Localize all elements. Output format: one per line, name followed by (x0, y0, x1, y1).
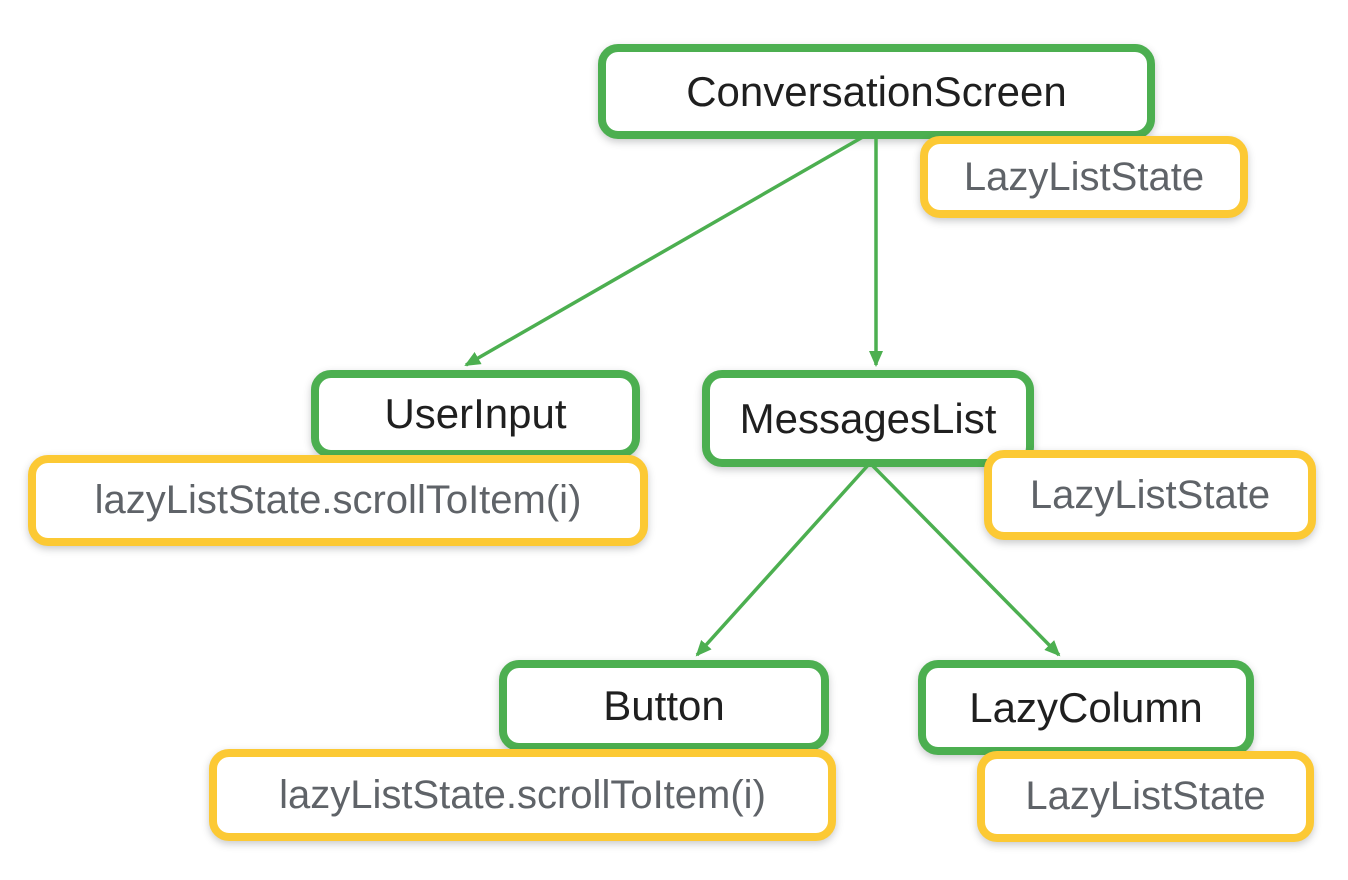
state-box-button: lazyListState.scrollToItem(i) (209, 749, 836, 841)
state-box-userinput-label: lazyListState.scrollToItem(i) (94, 478, 582, 522)
state-box-messageslist-label: LazyListState (1029, 472, 1271, 517)
edge-conversationscreen-userinput (464, 132, 869, 367)
node-userinput-label: UserInput (384, 390, 567, 437)
state-box-conversationscreen-label: LazyListState (963, 154, 1205, 199)
node-userinput: UserInput (311, 370, 640, 458)
state-box-messageslist: LazyListState (984, 450, 1316, 540)
state-box-button-label: lazyListState.scrollToItem(i) (279, 772, 766, 817)
node-lazycolumn-label: LazyColumn (969, 683, 1203, 731)
node-button: Button (499, 660, 829, 751)
state-box-conversationscreen: LazyListState (920, 136, 1248, 218)
node-messageslist-label: MessagesList (739, 394, 997, 442)
state-box-userinput: lazyListState.scrollToItem(i) (28, 455, 648, 546)
state-box-lazycolumn-label: LazyListState (1025, 774, 1266, 818)
node-messageslist: MessagesList (702, 370, 1034, 467)
node-conversationscreen: ConversationScreen (598, 44, 1155, 139)
edge-messageslist-button (695, 461, 872, 657)
node-button-label: Button (603, 681, 725, 729)
node-lazycolumn: LazyColumn (918, 660, 1254, 755)
node-conversationscreen-label: ConversationScreen (686, 67, 1067, 115)
state-box-lazycolumn: LazyListState (977, 751, 1314, 842)
